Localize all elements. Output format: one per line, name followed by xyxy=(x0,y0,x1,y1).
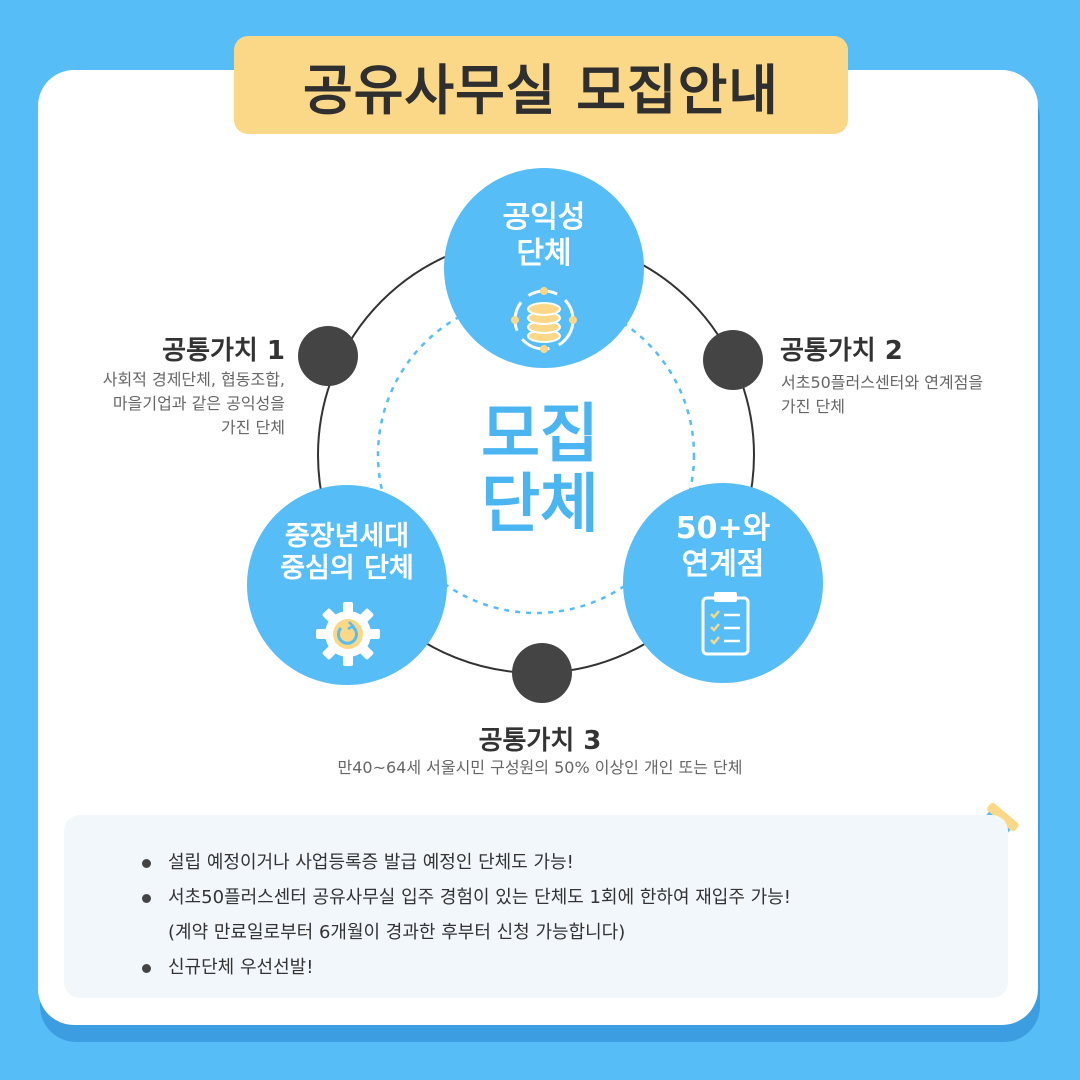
bubble-label-line2: 연계점 xyxy=(681,547,765,582)
bubble-label-line2: 단체 xyxy=(516,236,572,271)
center-label: 모집 단체 xyxy=(440,400,640,541)
note-item-subtext: (계약 만료일로부터 6개월이 경과한 후부터 신청 가능합니다) xyxy=(168,922,626,943)
center-label-line1: 모집 xyxy=(481,398,599,472)
bubble-label-line1: 공익성 xyxy=(502,200,586,235)
bubble-public-interest-label: 공익성 단체 xyxy=(464,200,624,272)
bubble-label-line1: 중장년세대 xyxy=(284,521,410,552)
value-dot-1 xyxy=(298,326,358,386)
center-label-line2: 단체 xyxy=(481,468,599,543)
value-2-title: 공통가치 2 xyxy=(780,336,903,366)
value-dot-3 xyxy=(512,643,572,703)
notes-list: 설립 예정이거나 사업등록증 발급 예정인 단체도 가능! 서초50플러스센터 … xyxy=(142,845,791,985)
value-1-desc: 사회적 경제단체, 협동조합, 마을기업과 같은 공익성을 가진 단체 xyxy=(40,368,285,440)
bubble-middle-age xyxy=(247,485,447,685)
coin-stack-icon xyxy=(511,287,577,353)
bubble-label-line1: 50+와 xyxy=(675,511,771,546)
bubble-50plus-link xyxy=(623,483,823,683)
title-banner: 공유사무실 모집안내 xyxy=(234,36,848,134)
value-3-desc-line: 만40~64세 서울시민 구성원의 50% 이상인 개인 또는 단체 xyxy=(337,758,743,777)
bubble-middle-age-label: 중장년세대 중심의 단체 xyxy=(257,521,437,586)
bubble-public-interest xyxy=(444,168,644,368)
value-2-desc-line: 서초50플러스센터와 연계점을 xyxy=(781,373,984,392)
value-2-desc-line: 가진 단체 xyxy=(781,397,845,416)
value-dot-2 xyxy=(703,330,763,390)
note-item: 설립 예정이거나 사업등록증 발급 예정인 단체도 가능! xyxy=(142,845,791,880)
clipboard-checklist-icon xyxy=(701,592,750,656)
gear-refresh-icon xyxy=(316,602,380,666)
note-item: 신규단체 우선선발! xyxy=(142,950,791,985)
value-2-desc: 서초50플러스센터와 연계점을 가진 단체 xyxy=(781,371,1031,419)
value-1-desc-line: 사회적 경제단체, 협동조합, xyxy=(102,370,285,389)
note-item: 서초50플러스센터 공유사무실 입주 경험이 있는 단체도 1회에 한하여 재입… xyxy=(142,880,791,915)
value-1-title: 공통가치 1 xyxy=(162,336,285,366)
bubble-label-line2: 중심의 단체 xyxy=(280,553,414,585)
value-1-desc-line: 마을기업과 같은 공익성을 xyxy=(112,394,285,413)
notes-box: 설립 예정이거나 사업등록증 발급 예정인 단체도 가능! 서초50플러스센터 … xyxy=(64,815,1008,998)
value-3-title: 공통가치 3 xyxy=(478,726,602,756)
page-title: 공유사무실 모집안내 xyxy=(303,58,779,122)
bubble-50plus-link-label: 50+와 연계점 xyxy=(643,511,803,583)
value-3-desc: 만40~64세 서울시민 구성원의 50% 이상인 개인 또는 단체 xyxy=(240,756,840,780)
inner-dashed-ring xyxy=(376,295,696,615)
value-1-desc-line: 가진 단체 xyxy=(221,418,285,437)
